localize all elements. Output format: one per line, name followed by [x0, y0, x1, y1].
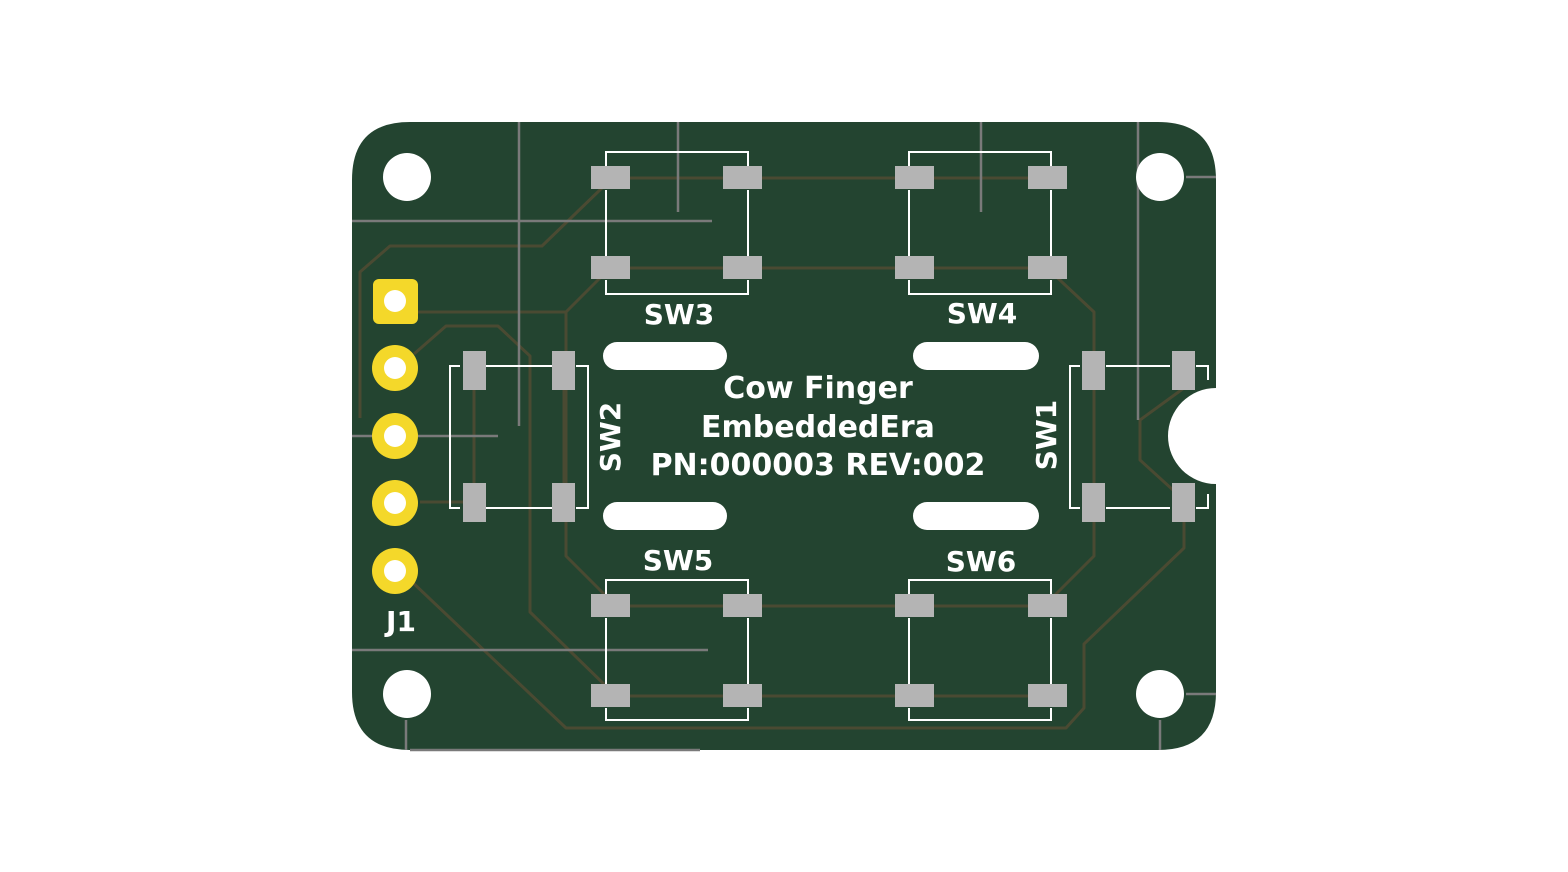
sw5-pad-2 [723, 594, 762, 617]
sw4-pad-4 [1028, 256, 1067, 279]
sw2-pad-3 [463, 483, 486, 522]
slot-top-right [913, 342, 1039, 370]
sw3-pad-4 [723, 256, 762, 279]
sw3-pad-3 [591, 256, 630, 279]
sw3-pad-1 [591, 166, 630, 189]
sw2-outline [449, 365, 589, 509]
sw6-pad-1 [895, 594, 934, 617]
sw4-pad-2 [1028, 166, 1067, 189]
sw1-pad-3 [1082, 483, 1105, 522]
sw6-outline [908, 579, 1052, 721]
sw6-pad-3 [895, 684, 934, 707]
slots [603, 342, 1039, 530]
sw1-outline [1069, 365, 1209, 509]
mounting-hole-top-right [1136, 153, 1184, 201]
mounting-hole-bottom-right [1136, 670, 1184, 718]
sw3-outline [605, 151, 749, 295]
j1-pin-3-drill [384, 425, 406, 447]
sw2-pad-4 [552, 483, 575, 522]
switch-outlines [449, 151, 1209, 721]
board-title-line2: EmbeddedEra [701, 410, 935, 445]
sw3-label: SW3 [644, 298, 715, 331]
j1-pin-2-drill [384, 357, 406, 379]
mounting-hole-top-left [383, 153, 431, 201]
sw4-label: SW4 [947, 297, 1018, 330]
sw6-pad-2 [1028, 594, 1067, 617]
sw4-outline [908, 151, 1052, 295]
sw1-pad-2 [1172, 351, 1195, 390]
sw5-pad-3 [591, 684, 630, 707]
sw2-pad-2 [552, 351, 575, 390]
sw2-label: SW2 [594, 402, 627, 473]
sw2-pad-1 [463, 351, 486, 390]
sw5-outline [605, 579, 749, 721]
sw3-pad-2 [723, 166, 762, 189]
sw5-label: SW5 [643, 544, 714, 577]
sw6-pad-4 [1028, 684, 1067, 707]
slot-bottom-left [603, 502, 727, 530]
sw5-pad-4 [723, 684, 762, 707]
board-title-line1: Cow Finger [723, 371, 913, 406]
sw4-pad-1 [895, 166, 934, 189]
sw1-label: SW1 [1030, 400, 1063, 471]
switch-pads [463, 166, 1195, 707]
mounting-holes [383, 153, 1184, 718]
j1-header [372, 279, 418, 594]
mounting-hole-bottom-left [383, 670, 431, 718]
j1-pin-1-drill [384, 290, 406, 312]
pcb-board [352, 122, 1216, 750]
sw5-pad-1 [591, 594, 630, 617]
slot-top-left [603, 342, 727, 370]
j1-pin-4-drill [384, 492, 406, 514]
j1-pin-5-drill [384, 560, 406, 582]
sw1-pad-1 [1082, 351, 1105, 390]
connector-j1-label: J1 [384, 605, 416, 638]
silkscreen-labels: SW3 SW4 SW5 SW6 SW2 SW1 J1 Cow Finger Em… [384, 297, 1063, 638]
copper-traces [358, 176, 1186, 730]
slot-bottom-right [913, 502, 1039, 530]
sw1-pad-4 [1172, 483, 1195, 522]
sw4-pad-3 [895, 256, 934, 279]
board-title-line3: PN:000003 REV:002 [651, 448, 986, 483]
sw6-label: SW6 [946, 545, 1017, 578]
